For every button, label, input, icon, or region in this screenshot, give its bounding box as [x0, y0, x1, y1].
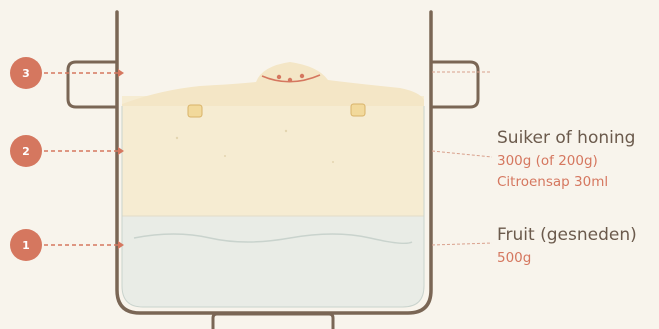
leader-line-sugar	[432, 151, 492, 157]
fruit-label-amount: 500g	[497, 250, 531, 266]
sugar-speck	[285, 130, 287, 132]
step-marker-1: 1	[10, 229, 124, 261]
sugar-label-title: Suiker of honing	[497, 128, 635, 148]
sugar-layer	[122, 96, 424, 216]
pot-handle-right	[432, 62, 478, 107]
sugar-speck	[224, 155, 226, 157]
fruit-layer	[122, 216, 424, 307]
foam-dot	[300, 74, 304, 78]
pot-base-stand	[213, 314, 333, 329]
foam-layer	[122, 62, 424, 106]
fruit-piece	[188, 105, 202, 117]
foam-dot	[288, 78, 292, 82]
step-number: 3	[22, 67, 30, 80]
foam-dot	[277, 75, 281, 79]
leader-line-fruit	[432, 243, 492, 245]
step-number: 2	[22, 145, 30, 158]
arrow-head-icon	[118, 69, 124, 77]
lemon-juice-label: Citroensap 30ml	[497, 174, 608, 190]
sugar-speck	[332, 161, 334, 163]
step-number: 1	[22, 239, 30, 252]
pot-handle-left	[68, 62, 116, 107]
fruit-label-title: Fruit (gesneden)	[497, 225, 637, 245]
fruit-piece	[351, 104, 365, 116]
step-marker-2: 2	[10, 135, 124, 167]
sugar-label-amount: 300g (of 200g)	[497, 153, 598, 169]
sugar-speck	[176, 137, 178, 139]
